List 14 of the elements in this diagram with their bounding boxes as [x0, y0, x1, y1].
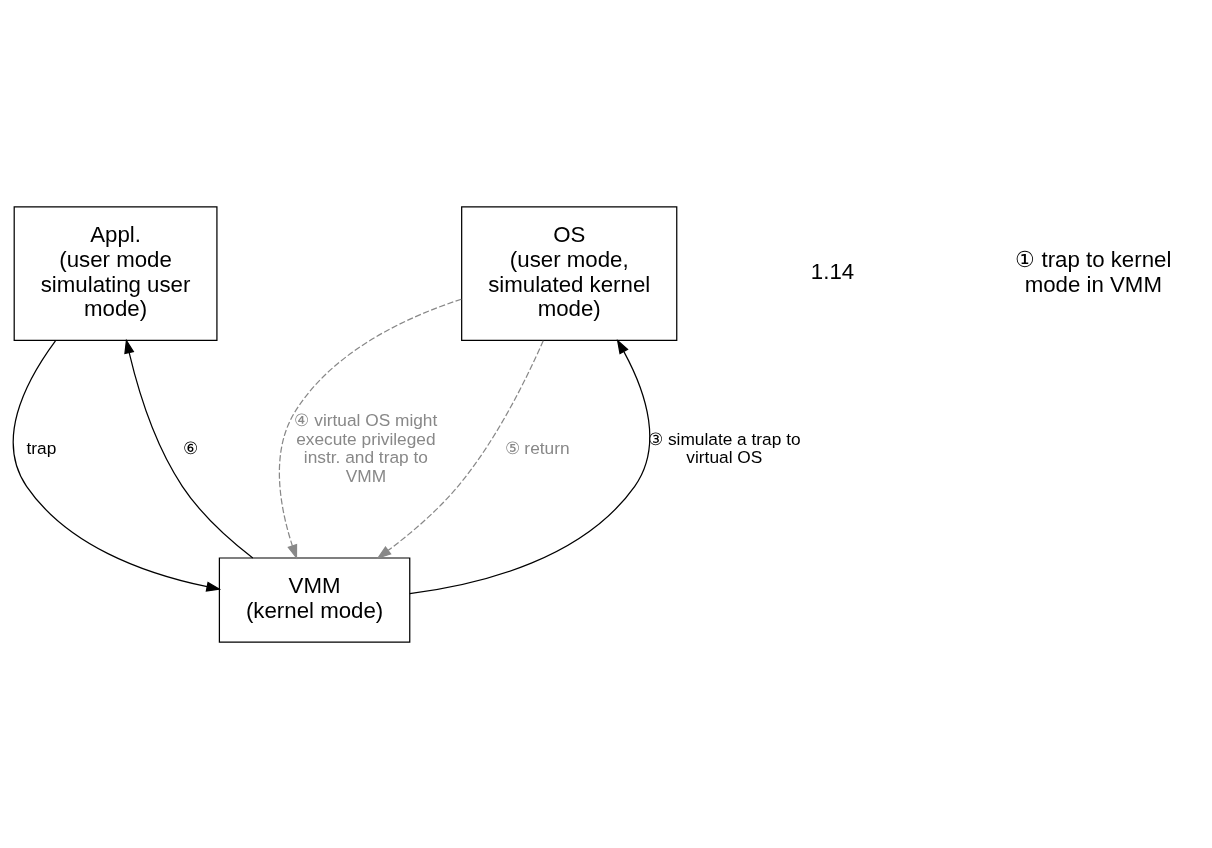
edge-label: trap — [26, 437, 57, 458]
arrow — [12, 339, 222, 592]
edge-label: ⑥ — [182, 437, 198, 458]
arrow — [278, 298, 462, 559]
arrow — [409, 338, 651, 594]
node-box: Appl. (user mode simulating user mode) — [13, 205, 218, 341]
label: 1.14 — [810, 258, 855, 284]
edge-label: ⑤ return — [504, 437, 570, 458]
edge-label: ④ virtual OS might execute privileged instr. and trap to VMM — [294, 409, 438, 486]
arrow — [376, 339, 544, 559]
arrow — [124, 338, 254, 559]
node-box: OS (user mode, simulated kernel mode) — [461, 205, 678, 341]
label: ① trap to kernel mode in VMM — [1015, 246, 1172, 296]
node-box: VMM (kernel mode) — [218, 556, 411, 643]
